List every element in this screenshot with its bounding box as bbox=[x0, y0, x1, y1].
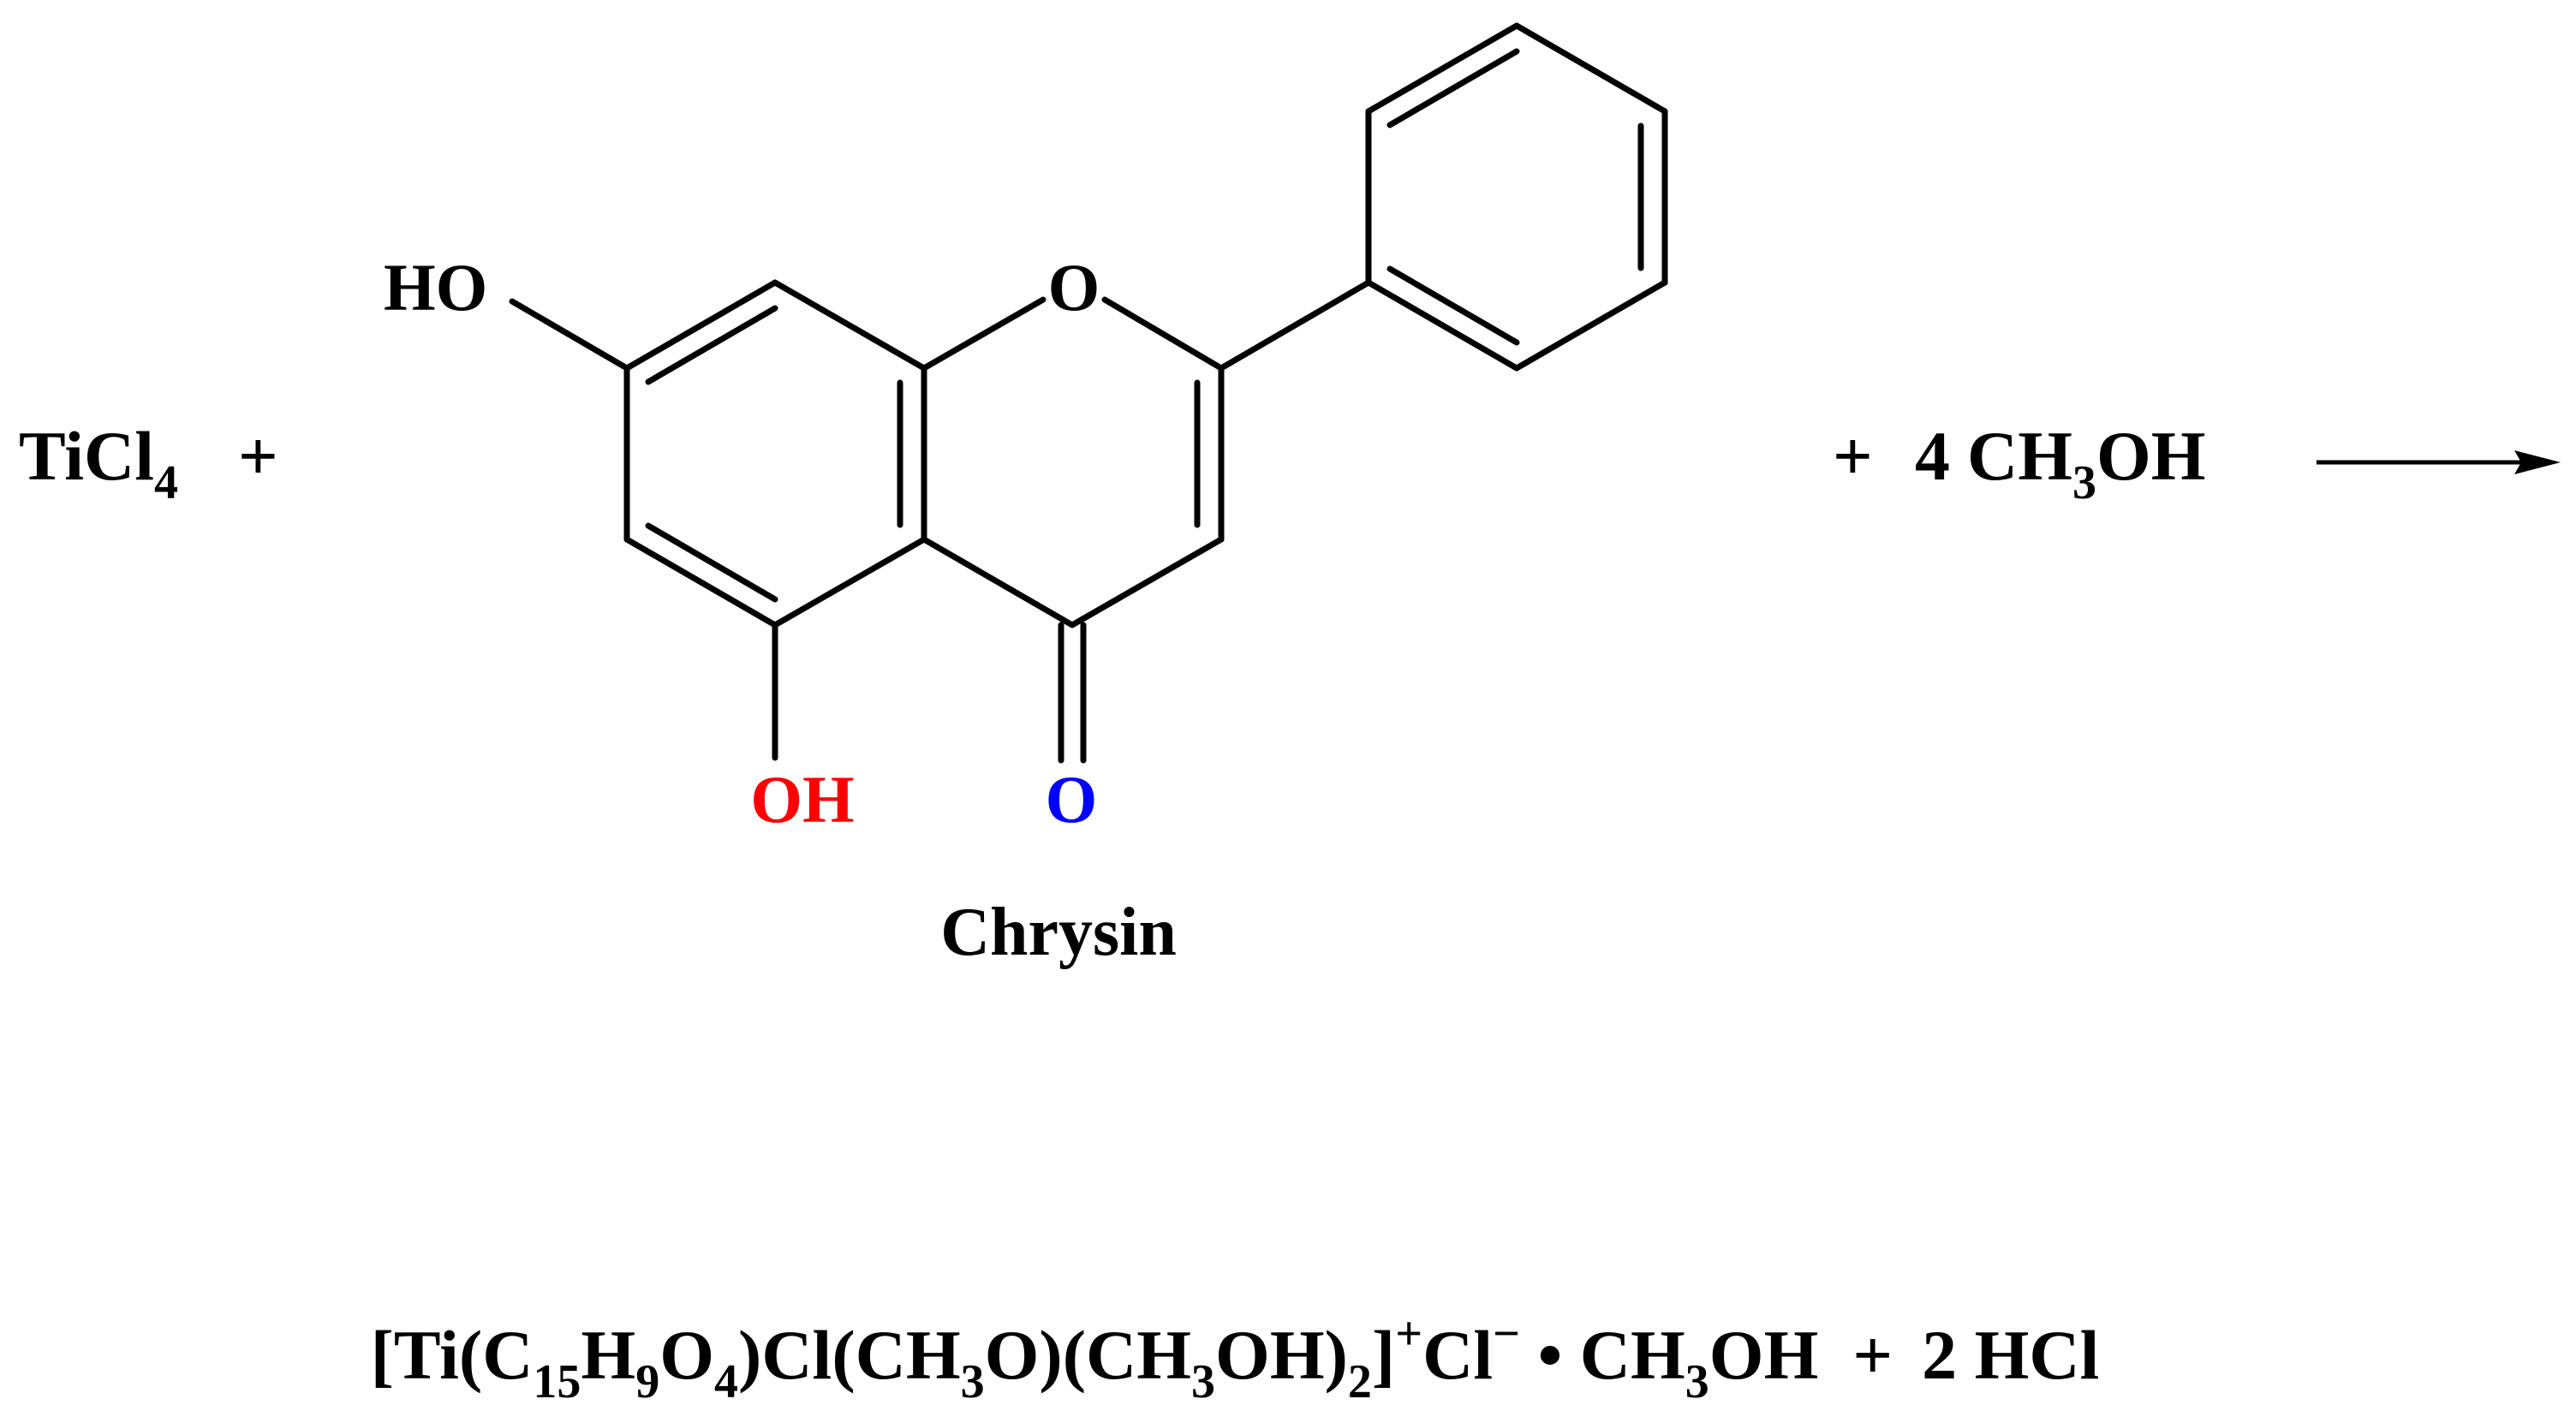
bond-c2-c1prime bbox=[1218, 279, 1372, 372]
oh-label: OH bbox=[750, 762, 854, 836]
formula-part: 9 bbox=[635, 1355, 659, 1408]
reaction-arrow-icon bbox=[2317, 450, 2561, 474]
plus-sign-2: + bbox=[1833, 417, 1873, 495]
bond-c7-c8-inner bbox=[645, 305, 778, 385]
formula-part: 3 bbox=[1685, 1355, 1709, 1408]
bond-c7-c8 bbox=[623, 279, 778, 372]
formula-part: − bbox=[1493, 1307, 1520, 1360]
formula-part: 4 bbox=[714, 1355, 738, 1408]
formula-part: [Ti(C bbox=[371, 1316, 534, 1394]
product-equation: [Ti(C15H9O4)Cl(CH3O)(CH3OH)2]+Cl− • CH3O… bbox=[371, 1307, 2100, 1408]
ring-oxygen-label: O bbox=[1048, 250, 1100, 324]
formula-part: OH bbox=[1709, 1316, 1819, 1394]
formula-part: ] bbox=[1372, 1316, 1395, 1394]
formula-part: 3 bbox=[1191, 1355, 1215, 1408]
bond-c5-c6-inner bbox=[645, 522, 778, 603]
plus-sign-1: + bbox=[238, 417, 278, 495]
hcl-product: 2 HCl bbox=[1922, 1316, 2099, 1394]
bond-b2-b3-inner bbox=[1386, 48, 1520, 128]
bond-c8-c8a bbox=[772, 279, 927, 372]
formula-part: • CH bbox=[1520, 1316, 1685, 1394]
bond-b5-b6 bbox=[1513, 279, 1668, 372]
bond-b6-b1 bbox=[1365, 279, 1520, 372]
formula-part: O bbox=[659, 1316, 714, 1394]
formula-part: )Cl(CH bbox=[738, 1316, 961, 1394]
bond-b3-b4 bbox=[1513, 22, 1668, 115]
formula-part: H bbox=[581, 1316, 635, 1394]
ho-label: HO bbox=[384, 250, 487, 324]
bond-c7-oh bbox=[509, 298, 630, 372]
bond-b2-b3 bbox=[1365, 22, 1520, 115]
carbonyl-oxygen-label: O bbox=[1046, 762, 1098, 836]
formula-part: O)(CH bbox=[985, 1316, 1191, 1394]
compound-name-chrysin: Chrysin bbox=[940, 895, 1177, 970]
formula-part: Cl bbox=[1422, 1316, 1493, 1394]
bond-b6-b1-inner bbox=[1386, 265, 1520, 346]
product-plus-sign: + bbox=[1852, 1316, 1893, 1394]
formula-part: 3 bbox=[961, 1355, 985, 1408]
bond-o1-c2 bbox=[1101, 296, 1225, 372]
bond-c3-c4 bbox=[1069, 536, 1225, 628]
ticl4-formula: TiCl4 bbox=[19, 417, 178, 509]
formula-part: 2 bbox=[1348, 1355, 1372, 1408]
formula-part: OH) bbox=[1215, 1316, 1348, 1394]
bond-c5-c6 bbox=[623, 536, 778, 628]
formula-part: 15 bbox=[533, 1355, 581, 1408]
bond-c4a-c5 bbox=[772, 536, 927, 628]
bond-c4-c4a bbox=[921, 536, 1076, 628]
formula-part: + bbox=[1395, 1307, 1422, 1360]
bond-c8a-o1 bbox=[921, 296, 1046, 372]
chrysin-structure bbox=[509, 22, 1668, 764]
